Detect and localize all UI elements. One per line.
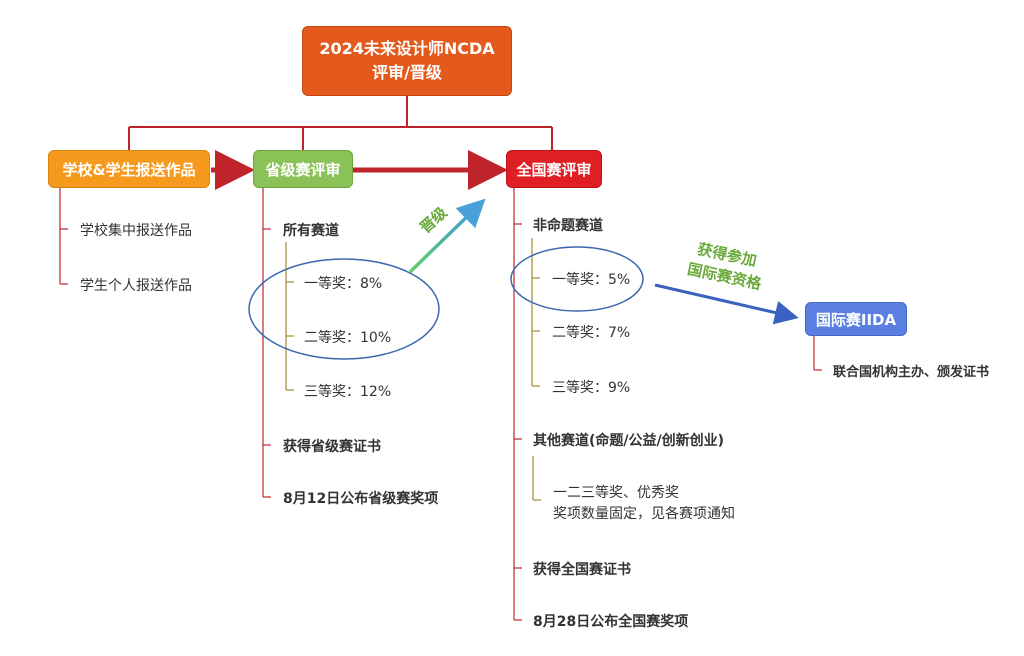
national-other-line2: 奖项数量固定，见各赛项通知 <box>553 506 735 522</box>
school-item-2: 学生个人报送作品 <box>80 278 192 294</box>
national-title: 全国赛评审 <box>516 160 592 179</box>
root-node: 2024未来设计师NCDA 评审/晋级 <box>302 26 512 96</box>
national-award-2: 二等奖：7% <box>552 325 631 341</box>
provincial-award-2: 二等奖：10% <box>304 330 392 346</box>
national-track-1: 非命题赛道 <box>533 218 603 234</box>
provincial-title: 省级赛评审 <box>265 160 341 179</box>
national-review-node: 全国赛评审 <box>506 150 602 188</box>
national-award-1: 一等奖：5% <box>552 272 631 288</box>
provincial-announce: 8月12日公布省级赛奖项 <box>283 491 439 507</box>
national-other-line1: 一二三等奖、优秀奖 <box>553 485 679 501</box>
school-title: 学校&学生报送作品 <box>62 160 196 179</box>
school-item-1: 学校集中报送作品 <box>80 223 192 239</box>
root-title-line2: 评审/晋级 <box>372 63 442 82</box>
provincial-review-node: 省级赛评审 <box>253 150 353 188</box>
national-announce: 8月28日公布全国赛奖项 <box>533 614 689 630</box>
provincial-award-3: 三等奖：12% <box>304 384 392 400</box>
national-track-2: 其他赛道(命题/公益/创新创业) <box>533 433 725 449</box>
national-cert: 获得全国赛证书 <box>533 562 631 578</box>
root-title-line1: 2024未来设计师NCDA <box>319 39 495 58</box>
provincial-award-1: 一等奖：8% <box>304 276 383 292</box>
international-title: 国际赛IIDA <box>815 310 897 329</box>
provincial-cert: 获得省级赛证书 <box>283 439 381 455</box>
international-note: 联合国机构主办、颁发证书 <box>833 365 990 380</box>
school-submission-node: 学校&学生报送作品 <box>48 150 210 188</box>
national-award-3: 三等奖：9% <box>552 380 631 396</box>
provincial-track: 所有赛道 <box>283 223 339 239</box>
international-node: 国际赛IIDA <box>805 302 907 336</box>
